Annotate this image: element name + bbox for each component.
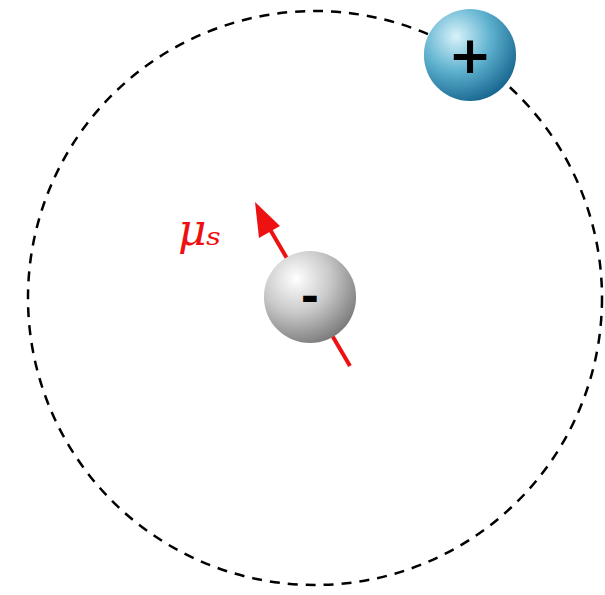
orbit-path xyxy=(28,11,602,585)
positive-charge: + xyxy=(423,8,517,102)
sphere-body xyxy=(424,9,516,101)
charge-sign: + xyxy=(423,8,517,102)
spin-moment-label: μₛ xyxy=(178,208,221,252)
sphere-body xyxy=(264,251,356,343)
charge-sign: - xyxy=(263,250,357,344)
negative-charge: - xyxy=(263,250,357,344)
spin-moment-arrowhead xyxy=(255,202,280,238)
